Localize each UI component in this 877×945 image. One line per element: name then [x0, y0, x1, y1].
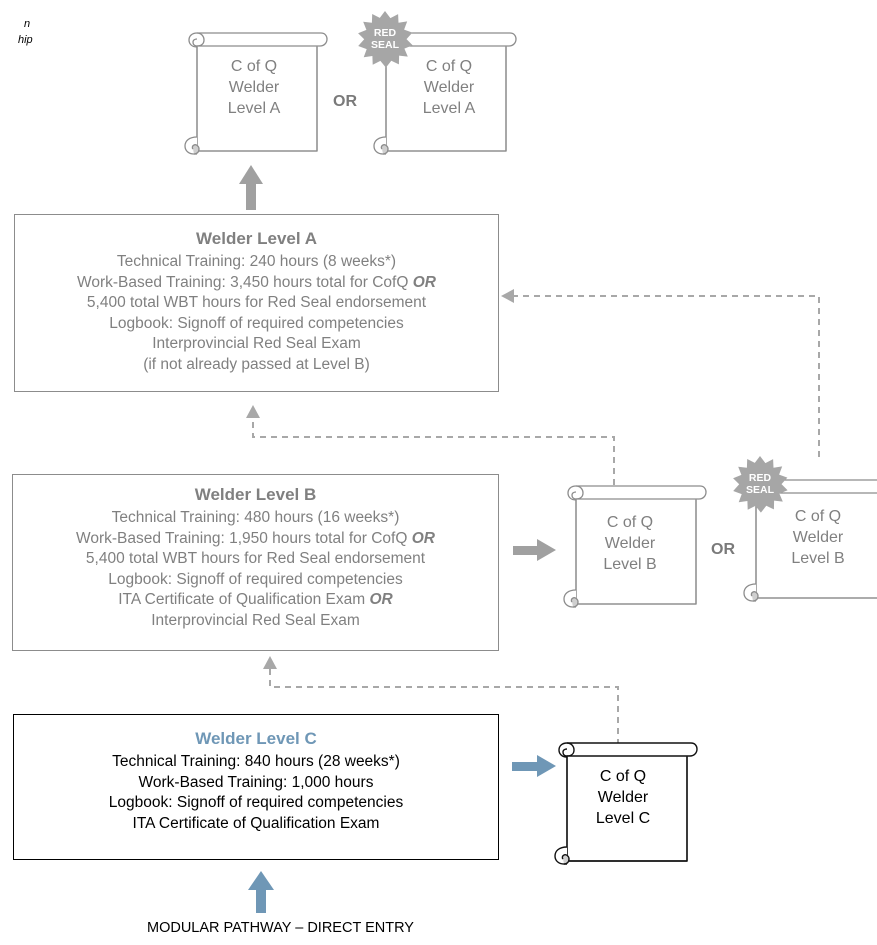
corner-fragment-1: n [24, 18, 31, 30]
cofq-c-line1: C of Q [599, 768, 647, 785]
level-b-line: ITA Certificate of Qualification Exam OR [13, 590, 498, 611]
cofq-a-red-line2: Welder [423, 79, 475, 96]
arrowhead-redseal-to-a [501, 289, 514, 303]
level-a-line-text: Work-Based Training: 3,450 hours total f… [77, 273, 409, 291]
dashed-connectors [252, 295, 820, 745]
level-b-line: Technical Training: 480 hours (16 weeks*… [111, 509, 400, 526]
level-c-line: ITA Certificate of Qualification Exam [132, 814, 380, 832]
level-a-line: Technical Training: 240 hours (8 weeks*) [116, 253, 397, 270]
level-c-line: Logbook: Signoff of required competencie… [108, 794, 404, 812]
cofq-a-red-line1: C of Q [425, 58, 473, 75]
level-b-line: Logbook: Signoff of required competencie… [108, 570, 403, 588]
level-b-box: Welder Level B Technical Training: 480 h… [12, 474, 499, 651]
corner-fragment: n hip [4, 16, 33, 48]
level-b-line-text: Work-Based Training: 1,950 hours total f… [76, 529, 408, 547]
or-emphasis: OR [412, 273, 436, 291]
cofq-a-line3: Level A [227, 100, 281, 117]
or-label-middle: OR [711, 541, 735, 558]
red-seal-label: RED SEAL [367, 27, 403, 51]
cofq-b-label: C of Q Welder Level B [578, 512, 682, 575]
connector-cofq-c-to-level-b [269, 664, 619, 745]
cofq-b-red-line1: C of Q [794, 508, 842, 525]
connector-redseal-b-to-a [510, 295, 820, 457]
level-b-line: Interprovincial Red Seal Exam [151, 611, 360, 629]
arrowhead-to-level-b [263, 656, 277, 669]
cofq-b-red-line3: Level B [791, 550, 845, 567]
corner-fragment-2: hip [18, 34, 33, 46]
cofq-c-line3: Level C [595, 810, 651, 827]
cofq-b-line2: Welder [604, 535, 656, 552]
level-a-line: 5,400 total WBT hours for Red Seal endor… [86, 294, 427, 312]
cofq-b-line1: C of Q [606, 514, 654, 531]
cofq-a-label: C of Q Welder Level A [200, 56, 308, 119]
level-a-box: Welder Level A Technical Training: 240 h… [14, 214, 499, 392]
red-seal-line1: RED [748, 472, 772, 484]
level-a-line: (if not already passed at Level B) [143, 355, 370, 373]
level-a-line: Interprovincial Red Seal Exam [152, 335, 361, 353]
cofq-b-red-label: C of Q Welder Level B [776, 506, 860, 569]
arrow-entry-up [248, 871, 274, 913]
arrow-level-a-up [239, 165, 263, 210]
red-seal-line2: SEAL [745, 484, 774, 496]
level-b-line: 5,400 total WBT hours for Red Seal endor… [85, 550, 426, 568]
cofq-b-line3: Level B [603, 556, 657, 573]
level-c-title: Welder Level C [195, 729, 317, 748]
cofq-c-label: C of Q Welder Level C [570, 766, 676, 829]
cofq-c-line2: Welder [597, 789, 649, 806]
level-a-line: Logbook: Signoff of required competencie… [109, 314, 404, 332]
arrowhead-to-level-a [246, 405, 260, 418]
cofq-b-red-line2: Welder [792, 529, 844, 546]
or-emphasis: OR [369, 591, 393, 609]
arrow-level-c-right [512, 755, 556, 777]
cofq-a-red-line3: Level A [422, 100, 476, 117]
level-a-title: Welder Level A [196, 229, 317, 248]
level-b-title: Welder Level B [194, 485, 317, 504]
red-seal-line1: RED [373, 27, 397, 39]
level-c-line: Technical Training: 840 hours (28 weeks*… [112, 753, 400, 770]
cofq-a-line1: C of Q [230, 58, 278, 75]
red-seal-line2: SEAL [370, 39, 399, 51]
arrow-level-b-right [513, 539, 556, 561]
cofq-a-line2: Welder [228, 79, 280, 96]
or-emphasis: OR [411, 529, 435, 547]
level-a-line: Work-Based Training: 3,450 hours total f… [15, 273, 498, 294]
cofq-a-red-label: C of Q Welder Level A [395, 56, 503, 119]
level-b-line-text: ITA Certificate of Qualification Exam [118, 591, 366, 609]
level-c-box: Welder Level C Technical Training: 840 h… [13, 714, 499, 860]
level-c-line: Work-Based Training: 1,000 hours [138, 773, 374, 791]
pathway-label: MODULAR PATHWAY – DIRECT ENTRY [147, 920, 414, 936]
level-b-line: Work-Based Training: 1,950 hours total f… [13, 529, 498, 550]
or-label-top: OR [333, 93, 357, 110]
red-seal-label: RED SEAL [742, 472, 778, 496]
connector-cofq-b-to-level-a [252, 410, 615, 485]
